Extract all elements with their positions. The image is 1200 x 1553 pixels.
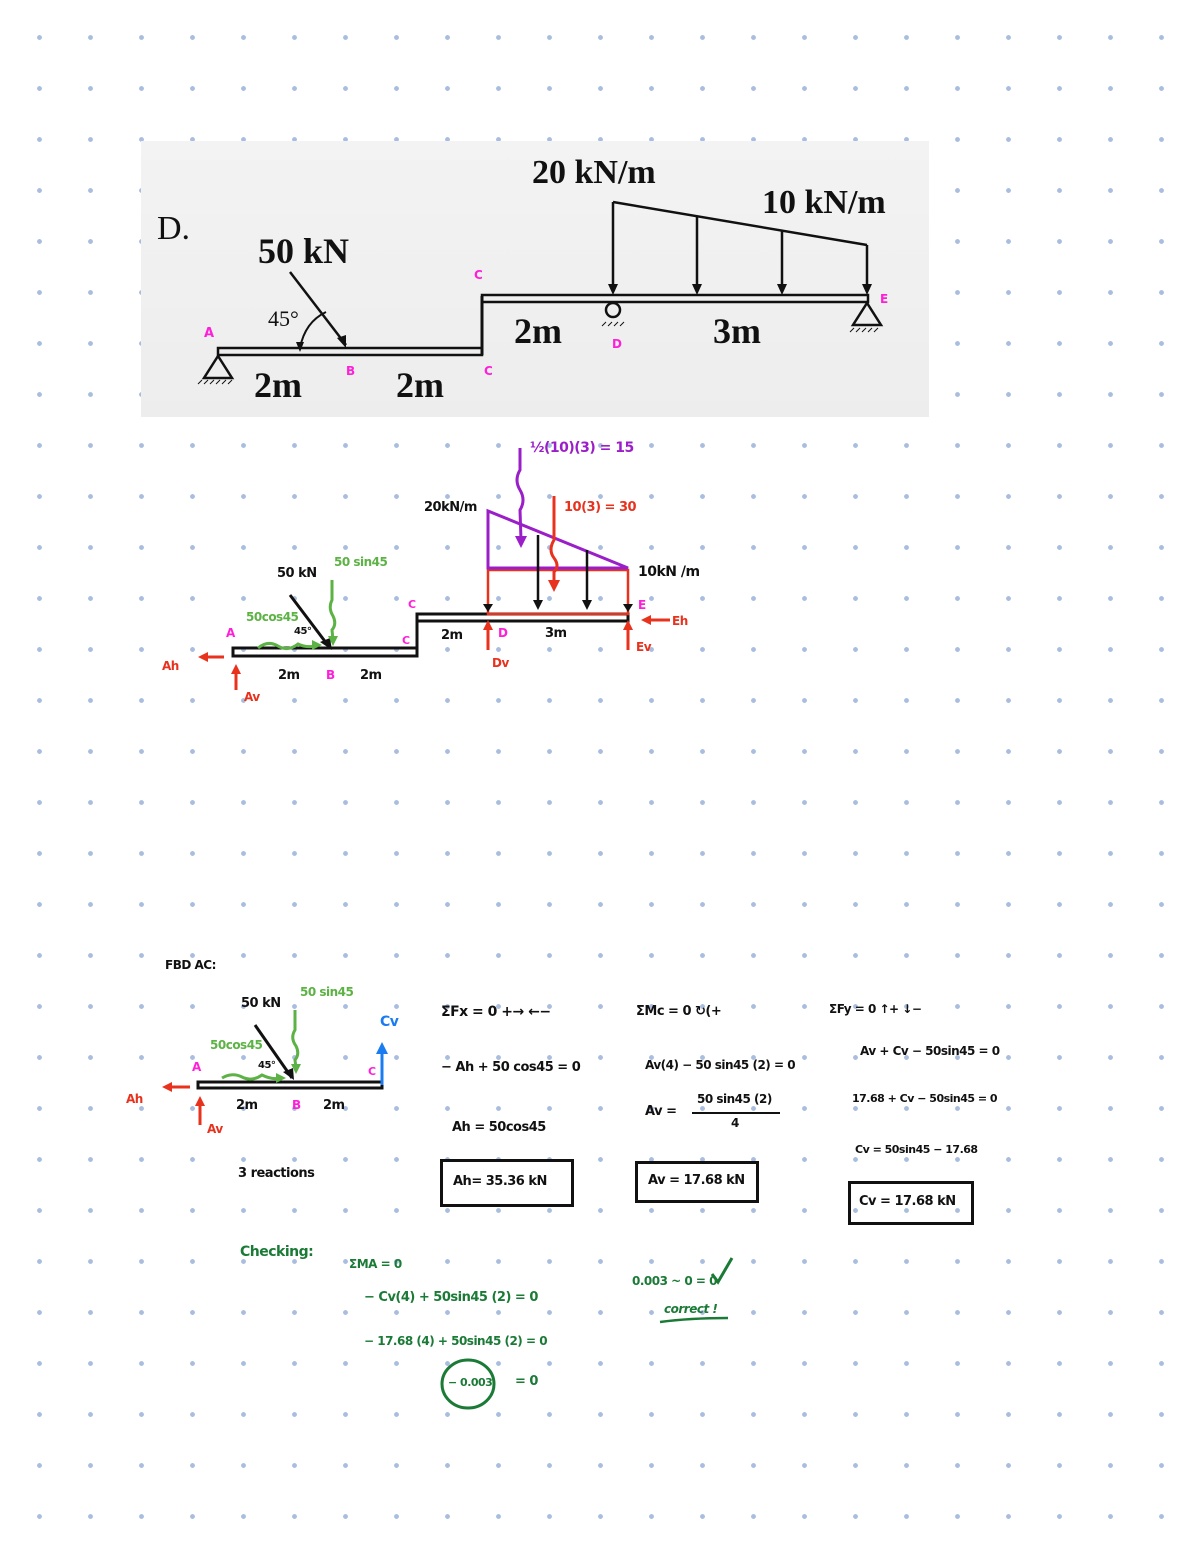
fbd-ac-title: FBD AC: xyxy=(165,958,216,972)
checking-line2: − 17.68 (4) + 50sin45 (2) = 0 xyxy=(364,1334,548,1348)
fbd-ac-reaction-cv: Cv xyxy=(380,1014,399,1030)
rect-resultant-label: 10(3) = 30 xyxy=(564,500,637,515)
eq-mc-line1: Av(4) − 50 sin45 (2) = 0 xyxy=(645,1058,796,1072)
fbd-reaction-av: Av xyxy=(244,690,260,704)
fbd-ac-angle: 45° xyxy=(258,1060,276,1071)
fbd-point-a: A xyxy=(226,626,235,640)
checking-line3-rest: = 0 xyxy=(515,1374,538,1389)
fbd-load-right-label: 10kN /m xyxy=(638,564,700,580)
fbd-ac-horizontal-component: 50cos45 xyxy=(210,1038,263,1052)
span-ab-label: 2m xyxy=(254,365,302,405)
eq-fy-line3: Cv = 50sin45 − 17.68 xyxy=(855,1143,978,1156)
fbd-span-bc: 2m xyxy=(360,668,382,683)
triangle-resultant-label: ½(10)(3) = 15 xyxy=(530,440,634,456)
fbd-point-c-lower: C xyxy=(402,634,410,647)
checking-line1: − Cv(4) + 50sin45 (2) = 0 xyxy=(364,1290,538,1305)
problem-label: D. xyxy=(157,210,191,247)
reactions-count-note: 3 reactions xyxy=(238,1166,315,1181)
point-a-label: A xyxy=(204,326,214,341)
fraction-bar xyxy=(692,1112,780,1114)
fbd-ac-point-load: 50 kN xyxy=(241,996,281,1011)
span-cd-label: 2m xyxy=(514,311,562,351)
eq-mc-frac-den: 4 xyxy=(731,1116,739,1130)
fbd-reaction-ah: Ah xyxy=(162,659,179,673)
eq-fx-line2: Ah = 50cos45 xyxy=(452,1120,546,1135)
eq-mc-result-box: Av = 17.68 kN xyxy=(635,1161,759,1203)
checking-header: ΣMA = 0 xyxy=(349,1257,402,1271)
span-de-label: 3m xyxy=(713,311,761,351)
fbd-point-b: B xyxy=(326,668,335,682)
eq-fx-line1: − Ah + 50 cos45 = 0 xyxy=(441,1060,581,1075)
fbd-angle-label: 45° xyxy=(294,626,312,637)
eq-fy-result: Cv = 17.68 kN xyxy=(859,1194,956,1209)
eq-fy-result-box: Cv = 17.68 kN xyxy=(848,1181,974,1225)
point-c-lower-label: C xyxy=(484,364,493,378)
fbd-ac-span-ab: 2m xyxy=(236,1098,258,1113)
eq-mc-frac-num: 50 sin45 (2) xyxy=(697,1092,772,1106)
fbd-ac-point-c: C xyxy=(368,1065,376,1078)
fbd-point-d: D xyxy=(498,626,508,640)
fbd-ac-vertical-component: 50 sin45 xyxy=(300,985,354,999)
fbd-ac-point-b: B xyxy=(292,1098,301,1112)
eq-fx-result-box: Ah= 35.36 kN xyxy=(440,1159,574,1207)
fbd-vertical-component-label: 50 sin45 xyxy=(334,555,388,569)
fbd-span-cd: 2m xyxy=(441,628,463,643)
eq-fx-header: ΣFx = 0 +→ ←− xyxy=(441,1004,551,1020)
point-c-upper-label: C xyxy=(474,268,483,282)
point-load-label: 50 kN xyxy=(258,231,350,271)
fbd-ac-reaction-ah: Ah xyxy=(126,1092,143,1106)
checking-circled-result: − 0.003 xyxy=(448,1376,493,1389)
span-bc-label: 2m xyxy=(396,365,444,405)
fbd-reaction-dv: Dv xyxy=(492,656,509,670)
point-d-label: D xyxy=(612,337,622,351)
checking-label: Checking: xyxy=(240,1244,314,1260)
eq-fy-line1: Av + Cv − 50sin45 = 0 xyxy=(860,1044,1000,1058)
fbd-load-left-label: 20kN/m xyxy=(424,500,477,515)
eq-fy-line2: 17.68 + Cv − 50sin45 = 0 xyxy=(852,1092,998,1105)
angle-label: 45° xyxy=(268,306,299,331)
eq-fy-header: ΣFy = 0 ↑+ ↓− xyxy=(829,1002,922,1016)
eq-mc-frac-label: Av = xyxy=(645,1104,677,1119)
fbd-ac-reaction-av: Av xyxy=(207,1122,223,1136)
fbd-span-de: 3m xyxy=(545,626,567,641)
fbd-point-c-upper: C xyxy=(408,598,416,611)
fbd-point-load-label: 50 kN xyxy=(277,566,317,581)
udl-min-label: 10 kN/m xyxy=(762,184,886,221)
fbd-horizontal-component-label: 50cos45 xyxy=(246,610,299,624)
checking-verdict: correct ! xyxy=(664,1302,718,1316)
eq-mc-result: Av = 17.68 kN xyxy=(648,1173,745,1188)
fbd-ac-point-a: A xyxy=(192,1060,201,1074)
fbd-reaction-ev: Ev xyxy=(636,640,652,654)
fbd-point-e: E xyxy=(638,598,646,612)
eq-mc-header: ΣMc = 0 ↻(+ xyxy=(636,1004,722,1019)
checking-approx: 0.003 ~ 0 = 0 xyxy=(632,1274,717,1288)
problem-figure xyxy=(141,141,929,417)
fbd-span-ab: 2m xyxy=(278,668,300,683)
fbd-reaction-eh: Eh xyxy=(672,614,688,628)
point-e-label: E xyxy=(880,292,888,306)
eq-fx-result: Ah= 35.36 kN xyxy=(453,1174,547,1189)
point-b-label: B xyxy=(346,364,355,378)
fbd-ac-span-bc: 2m xyxy=(323,1098,345,1113)
udl-max-label: 20 kN/m xyxy=(532,154,656,191)
